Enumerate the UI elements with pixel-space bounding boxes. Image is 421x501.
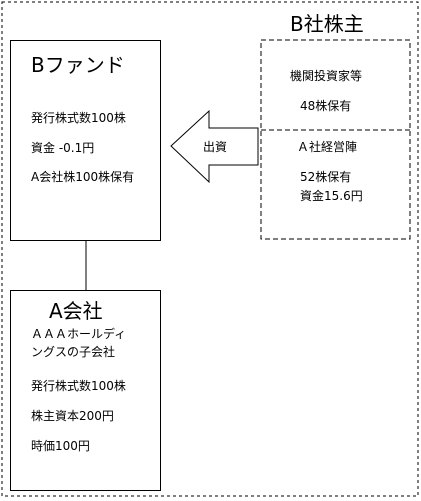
b-shareholders-title: B社株主 [290,12,364,36]
a-company-box: A会社 ＡＡＡホールディ ングスの子会社 発行株式数100株 株主資本200円 … [10,290,161,491]
a-company-subtitle-line1: ＡＡＡホールディ [31,327,127,341]
institutional-investors-holding: 48株保有 [300,99,352,113]
a-management-holding: 52株保有 [300,170,352,184]
institutional-investors-name: 機関投資家等 [290,69,363,83]
b-fund-issued-shares: 発行株式数100株 [31,111,126,125]
a-company-subtitle-line2: ングスの子会社 [31,345,116,359]
b-fund-holding: A会社株100株保有 [31,170,135,184]
shareholder-group-box [260,39,411,240]
a-management-capital: 資金15.6円 [300,189,363,203]
a-company-title: A会社 [49,299,103,323]
a-management-name: Ａ社経営陣 [297,140,358,154]
a-company-issued-shares: 発行株式数100株 [31,379,126,393]
b-fund-box: Bファンド 発行株式数100株 資金 -0.1円 A会社株100株保有 [10,40,161,241]
b-fund-funds: 資金 -0.1円 [31,141,95,155]
investment-arrow [170,109,259,184]
a-company-market-value: 時価100円 [31,439,90,453]
investment-arrow-label: 出資 [203,140,228,154]
a-company-equity: 株主資本200円 [31,409,114,423]
b-fund-title: Bファンド [31,53,125,77]
